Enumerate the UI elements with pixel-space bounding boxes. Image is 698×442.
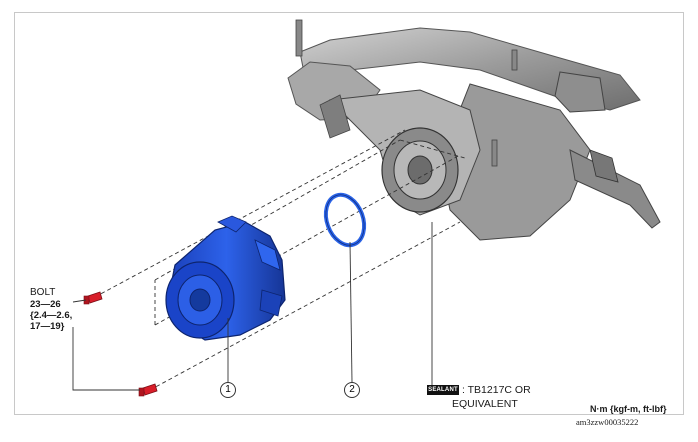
- callout-part-2: 2: [344, 382, 360, 398]
- bolt-upper: [83, 291, 103, 305]
- leader-lines: [72, 222, 433, 391]
- bolt-lower: [138, 383, 158, 397]
- sealant-badge-icon: SEALANT: [427, 385, 459, 395]
- units-note: N·m {kgf-m, ft-lbf}: [590, 404, 667, 414]
- bolt-torque-ftlbf: 17—19}: [30, 321, 65, 332]
- bolt-torque-nm: 23—26: [30, 299, 61, 310]
- sealant-spec-line2: EQUIVALENT: [452, 398, 518, 410]
- sealant-spec-line1: : TB1217C OR: [462, 384, 531, 396]
- callout-part-1: 1: [220, 382, 236, 398]
- bolt-torque-kgfm: {2.4—2.6,: [30, 310, 73, 321]
- bolt-label: BOLT: [30, 287, 56, 298]
- rear-subframe: [287, 19, 661, 241]
- figure-frame: [14, 12, 684, 415]
- o-ring: [323, 192, 367, 248]
- figure-reference: am3zzw00035222: [576, 417, 639, 427]
- differential-cover: [165, 215, 286, 341]
